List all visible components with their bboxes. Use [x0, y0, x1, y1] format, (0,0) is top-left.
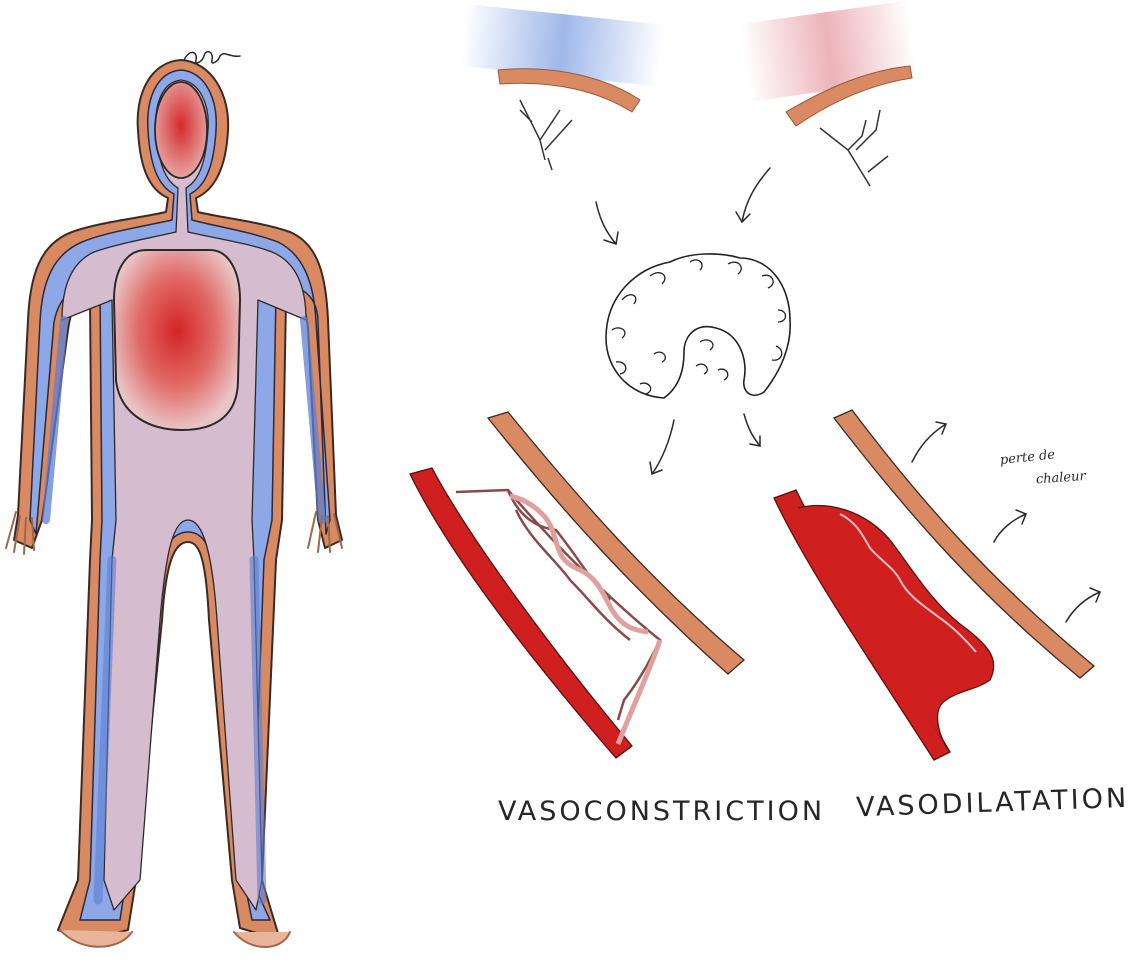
brain-folds: [612, 260, 786, 394]
vasoconstriction-label: VASOCONSTRICTION: [498, 796, 825, 827]
warm-skin-capillary: [820, 110, 888, 186]
arrow-icon: [650, 420, 674, 474]
arrow-icon: [744, 414, 760, 446]
heat-loss-label-line1: perte de: [999, 447, 1056, 468]
foot-left: [60, 930, 132, 947]
arrow-icon: [1066, 588, 1100, 622]
capillary-bed-dilatation: [798, 506, 994, 752]
vasodilatation-label: VASODILATATION: [856, 783, 1130, 824]
warm-air: [740, 1, 919, 102]
arrow-icon: [596, 202, 618, 244]
warm-skin-icon: [740, 1, 919, 186]
arrow-icon: [912, 422, 946, 462]
foot-right: [234, 932, 290, 947]
head-core: [155, 82, 207, 178]
cold-skin-icon: [459, 4, 664, 170]
heat-loss-label-line2: chaleur: [1035, 469, 1087, 487]
cold-skin-capillary-2: [548, 158, 552, 170]
vasoconstriction-illustration: VASOCONSTRICTION: [410, 412, 825, 827]
human-body-icon: [6, 52, 342, 947]
arrow-icon: [736, 168, 770, 222]
body-core: [114, 250, 240, 430]
arrow-icon: [994, 510, 1026, 542]
venule-constriction: [618, 640, 660, 744]
cold-skin-capillary: [520, 100, 572, 160]
brain-hypothalamus-icon: [606, 254, 790, 398]
